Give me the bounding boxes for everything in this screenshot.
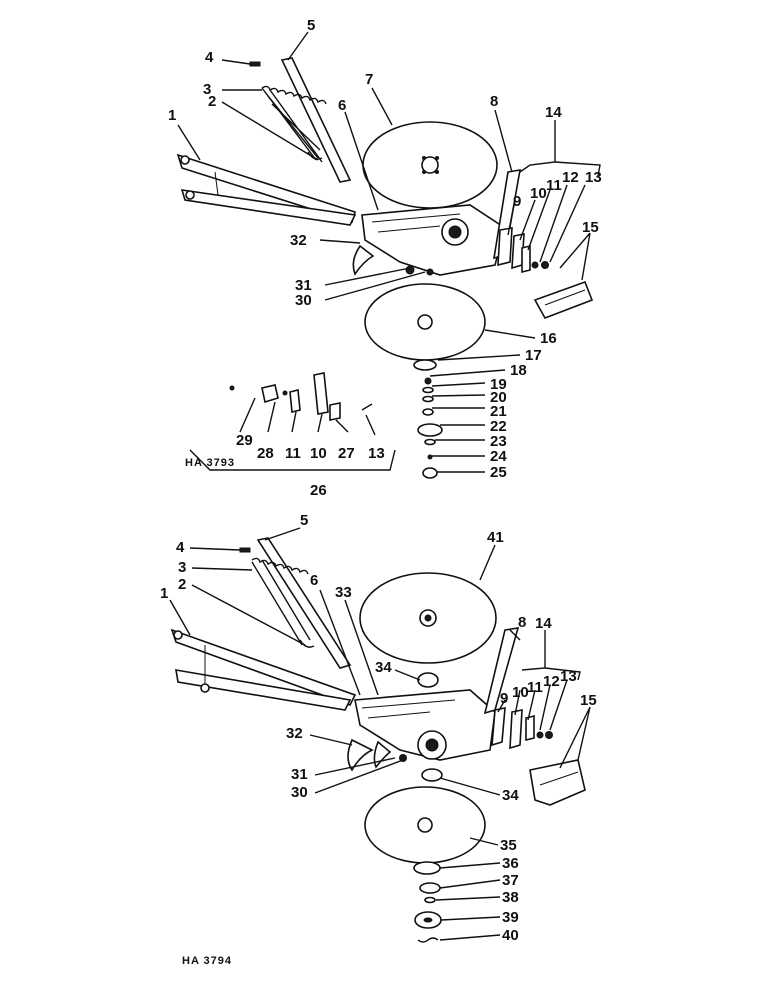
callout-11-b: 11 [527,679,543,696]
callout-32: 32 [290,232,307,249]
callout-15-b: 15 [580,692,597,709]
callout-33: 33 [335,584,352,601]
callout-10-b: 10 [512,684,529,701]
callout-36: 36 [502,855,519,872]
callout-37: 37 [502,872,519,889]
callout-1: 1 [168,107,176,124]
lever-bar-bottom [256,537,352,669]
callout-6-b: 6 [310,572,318,589]
callout-8-b: 8 [518,614,526,631]
callout-9: 9 [513,193,521,210]
callout-25: 25 [490,464,507,481]
callout-3: 3 [203,81,211,98]
callout-34-a: 34 [375,659,392,676]
callout-22: 22 [490,418,507,435]
leader-lines-top [177,31,601,473]
kit-parts [189,372,396,471]
figure-bottom: 1 2 3 4 5 6 33 41 8 14 9 10 11 12 13 15 … [160,512,597,967]
disc-upper [362,121,498,209]
callout-18: 18 [510,362,527,379]
callout-31-b: 31 [291,766,308,783]
frame-arm-bottom [170,628,357,711]
bearing-stack-bottom [413,861,442,943]
figure-top: 1 2 3 4 5 6 7 8 9 10 11 12 13 14 15 16 1… [168,17,602,499]
callout-3-b: 3 [178,559,186,576]
callout-11-kit: 11 [285,445,301,462]
callout-27: 27 [338,445,355,462]
callout-2-b: 2 [178,576,186,593]
callout-31: 31 [295,277,312,294]
callout-12: 12 [562,169,579,186]
callout-13-b: 13 [560,668,577,685]
callout-13-kit: 13 [368,445,385,462]
callout-41: 41 [487,529,504,546]
callout-1-b: 1 [160,585,168,602]
callout-14-b: 14 [535,615,552,632]
callout-38: 38 [502,889,519,906]
callout-23: 23 [490,433,507,450]
callout-30-b: 30 [291,784,308,801]
callout-2: 2 [208,93,216,110]
disc-lower [364,283,486,361]
spring-bottom [251,557,311,646]
leader-lines-bottom [169,527,591,941]
bearing-stack-top [413,359,443,479]
callouts-top: 1 2 3 4 5 6 7 8 9 10 11 12 13 14 15 16 1… [168,17,602,499]
callout-12-b: 12 [543,673,560,690]
callout-6: 6 [338,97,346,114]
callout-29: 29 [236,432,253,449]
callout-16: 16 [540,330,557,347]
callout-10-kit: 10 [310,445,327,462]
callout-30: 30 [295,292,312,309]
callout-35: 35 [500,837,517,854]
callout-5: 5 [307,17,315,34]
callout-21: 21 [490,403,507,420]
hub-assembly-bottom [347,689,496,772]
callout-4-b: 4 [176,539,185,556]
callout-9-b: 9 [500,690,508,707]
callout-7: 7 [365,71,373,88]
callout-40: 40 [502,927,519,944]
callouts-bottom: 1 2 3 4 5 6 33 41 8 14 9 10 11 12 13 15 … [160,512,597,967]
callout-34-b: 34 [502,787,519,804]
callout-11: 11 [546,177,562,194]
callout-24: 24 [490,448,507,465]
callout-5-b: 5 [300,512,308,529]
callout-17: 17 [525,347,542,364]
callout-13: 13 [585,169,602,186]
callout-19: 19 [490,376,507,393]
figure-code-top: HA 3793 [185,457,235,469]
callout-8: 8 [490,93,498,110]
figure-code-bottom: HA 3794 [182,955,232,967]
disc-upper-bottom [359,572,497,664]
callout-4: 4 [205,49,214,66]
callout-28: 28 [257,445,274,462]
frame-arm [176,153,357,226]
pin [249,61,261,67]
callout-32-b: 32 [286,725,303,742]
hub-assembly [352,204,506,276]
callout-20: 20 [490,389,507,406]
callout-10: 10 [530,185,547,202]
callout-39: 39 [502,909,519,926]
disc-lower-bottom [364,786,486,864]
callout-14: 14 [545,104,562,121]
callout-15: 15 [582,219,599,236]
callout-26: 26 [310,482,327,499]
